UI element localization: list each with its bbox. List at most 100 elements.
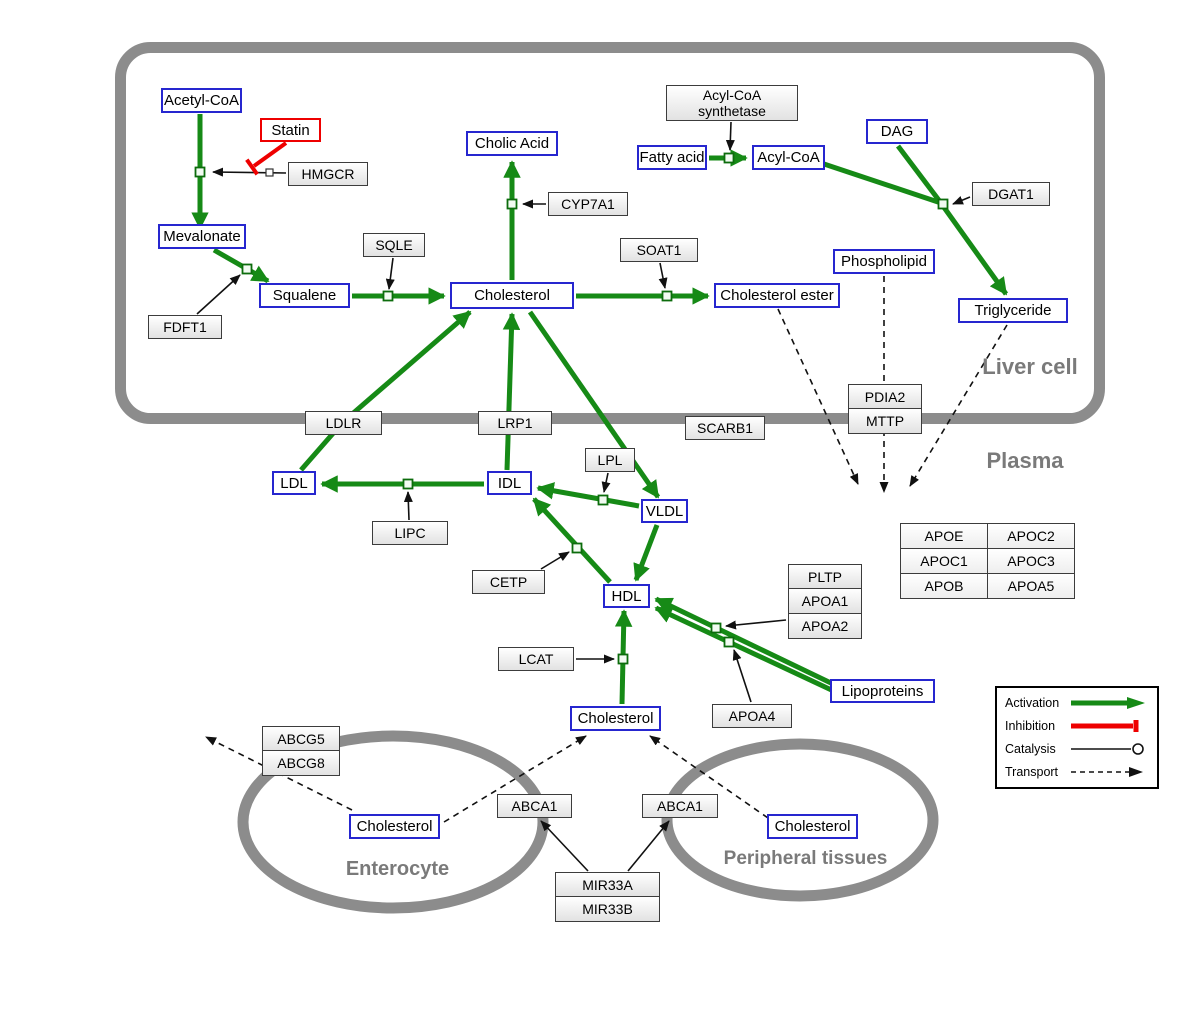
apo-cell-apob[interactable]: APOB	[900, 573, 988, 599]
transport-dashed-arrow-icon	[1071, 767, 1143, 778]
gene-acyl-coa-synthetase[interactable]: Acyl-CoA synthetase	[666, 85, 798, 121]
stack-mir33a-mir33b: MIR33A MIR33B	[555, 872, 660, 922]
apo-cell-apoc3[interactable]: APOC3	[987, 548, 1075, 574]
metabolite-acetyl-coa[interactable]: Acetyl-CoA	[161, 88, 242, 113]
catalysis-dgat1	[952, 196, 971, 205]
metabolite-fatty-acid[interactable]: Fatty acid	[637, 145, 707, 170]
edge-idl-lrp1-cholesterol	[502, 312, 521, 471]
gene-abca1-peripheral[interactable]: ABCA1	[642, 794, 718, 818]
gene-scarb1[interactable]: SCARB1	[685, 416, 765, 440]
apolipoprotein-table: APOE APOC2 APOC1 APOC3 APOB APOA5	[900, 523, 1075, 599]
catalysis-hmgcr	[212, 167, 287, 177]
metabolite-phospholipid[interactable]: Phospholipid	[833, 249, 935, 274]
peripheral-tissues-membrane	[661, 738, 939, 902]
junction-squares	[194, 152, 949, 665]
catalysis-acylcoa-synthetase	[725, 121, 735, 151]
catalysis-sqle	[385, 257, 395, 290]
legend-row-activation: Activation	[1005, 695, 1149, 711]
metabolite-dag[interactable]: DAG	[866, 119, 928, 144]
catalysis-circle-icon	[1071, 743, 1144, 755]
apo-cell-apoe[interactable]: APOE	[900, 523, 988, 549]
edge-ldl-ldlr-cholesterol	[299, 310, 472, 472]
gene-apoa4[interactable]: APOA4	[712, 704, 792, 728]
legend-catalysis-label: Catalysis	[1005, 742, 1056, 757]
metabolite-lipoproteins[interactable]: Lipoproteins	[830, 679, 935, 703]
gene-apoa2[interactable]: APOA2	[788, 614, 862, 639]
transport-enterocyte-plasma	[443, 735, 587, 823]
metabolite-triglyceride[interactable]: Triglyceride	[958, 298, 1068, 323]
gene-soat1[interactable]: SOAT1	[620, 238, 698, 262]
metabolite-ldl[interactable]: LDL	[272, 471, 316, 495]
metabolite-acyl-coa[interactable]: Acyl-CoA	[752, 145, 825, 170]
apo-cell-apoc2[interactable]: APOC2	[987, 523, 1075, 549]
metabolite-cholesterol-plasma[interactable]: Cholesterol	[570, 706, 661, 731]
gene-lcat[interactable]: LCAT	[498, 647, 574, 671]
gene-lrp1[interactable]: LRP1	[478, 411, 552, 435]
gene-acyl-coa-synthetase-line1: Acyl-CoA	[702, 87, 762, 103]
gene-mir33b[interactable]: MIR33B	[555, 897, 660, 922]
legend-row-catalysis: Catalysis	[1005, 741, 1149, 757]
catalysis-cetp	[540, 551, 570, 570]
metabolite-cholesterol-peripheral[interactable]: Cholesterol	[767, 814, 858, 839]
metabolite-cholesterol-enterocyte[interactable]: Cholesterol	[349, 814, 440, 839]
inhibition-tee-icon	[1071, 719, 1139, 732]
transport-cholesterolester-plasma	[777, 308, 859, 485]
gene-pltp[interactable]: PLTP	[788, 564, 862, 589]
stack-pltp-apoa1-apoa2: PLTP APOA1 APOA2	[788, 564, 862, 639]
metabolite-cholesterol-ester[interactable]: Cholesterol ester	[714, 283, 840, 308]
hmgcr-anchor-square	[265, 168, 274, 177]
gene-sqle[interactable]: SQLE	[363, 233, 425, 257]
gene-cyp7a1[interactable]: CYP7A1	[548, 192, 628, 216]
legend-row-transport: Transport	[1005, 764, 1149, 780]
catalysis-apoa4	[732, 649, 752, 703]
metabolite-mevalonate[interactable]: Mevalonate	[158, 224, 246, 249]
edge-vldl-idl	[536, 482, 640, 509]
catalysis-mir33-abca1-left	[540, 820, 589, 872]
activation-arrow-icon	[1071, 696, 1145, 709]
legend: Activation Inhibition Catalysis Transpor…	[995, 686, 1159, 789]
metabolite-idl[interactable]: IDL	[487, 471, 532, 495]
catalysis-edges	[196, 121, 971, 872]
gene-ldlr[interactable]: LDLR	[305, 411, 382, 435]
gene-fdft1[interactable]: FDFT1	[148, 315, 222, 339]
inhibition-statin-line	[252, 141, 288, 168]
gene-mttp[interactable]: MTTP	[848, 409, 922, 434]
gene-abcg5[interactable]: ABCG5	[262, 726, 340, 751]
metabolite-vldl[interactable]: VLDL	[641, 499, 688, 523]
catalysis-pltp-apoa	[725, 619, 787, 630]
gene-lipc[interactable]: LIPC	[372, 521, 448, 545]
gene-abca1-enterocyte[interactable]: ABCA1	[497, 794, 572, 818]
edge-junction-triglyceride	[940, 204, 1009, 296]
metabolite-cholic-acid[interactable]: Cholic Acid	[466, 131, 558, 156]
catalysis-lpl	[601, 472, 611, 493]
stack-abcg5-abcg8: ABCG5 ABCG8	[262, 726, 340, 776]
apo-cell-apoc1[interactable]: APOC1	[900, 548, 988, 574]
gene-mir33a[interactable]: MIR33A	[555, 872, 660, 897]
stack-pdia2-mttp: PDIA2 MTTP	[848, 384, 922, 434]
gene-cetp[interactable]: CETP	[472, 570, 545, 594]
gene-apoa1[interactable]: APOA1	[788, 589, 862, 614]
catalysis-fdft1	[196, 274, 241, 315]
metabolite-cholesterol-liver[interactable]: Cholesterol	[450, 282, 574, 309]
activation-edges	[191, 114, 1009, 705]
gene-lpl[interactable]: LPL	[585, 448, 635, 472]
apo-cell-apoa5[interactable]: APOA5	[987, 573, 1075, 599]
legend-activation-label: Activation	[1005, 695, 1060, 710]
inhibition-statin-tee	[245, 158, 259, 176]
legend-transport-label: Transport	[1005, 765, 1059, 780]
drug-statin[interactable]: Statin	[260, 118, 321, 142]
gene-dgat1[interactable]: DGAT1	[972, 182, 1050, 206]
metabolite-hdl[interactable]: HDL	[603, 584, 650, 608]
edge-acylcoa-junction	[823, 161, 942, 206]
metabolite-squalene[interactable]: Squalene	[259, 283, 350, 308]
gene-pdia2[interactable]: PDIA2	[848, 384, 922, 409]
compartment-label-liver: Liver cell	[982, 354, 1078, 379]
inhibition-edge	[245, 141, 288, 176]
liver-cell-membrane	[115, 42, 1105, 424]
catalysis-soat1	[658, 262, 668, 289]
gene-abcg8[interactable]: ABCG8	[262, 751, 340, 776]
gene-acyl-coa-synthetase-line2: synthetase	[698, 103, 766, 119]
gene-hmgcr[interactable]: HMGCR	[288, 162, 368, 186]
